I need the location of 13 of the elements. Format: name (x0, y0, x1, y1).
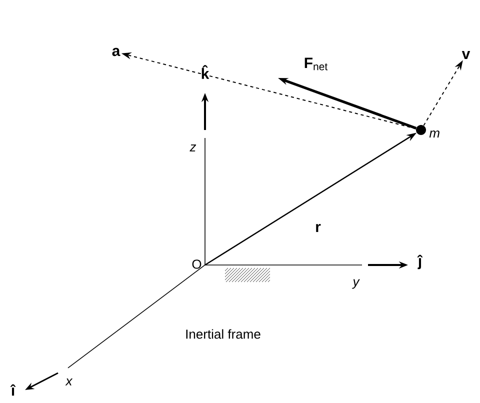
axis-label: x (65, 378, 73, 386)
edge-label: r (316, 224, 321, 232)
origin-label: O (192, 260, 202, 269)
edge-label: F$_{net}$ (304, 58, 328, 70)
vector-label: v (462, 51, 470, 59)
frame-label: Inertial frame (186, 329, 260, 339)
vector-label: a (112, 48, 120, 56)
mass-label: m (429, 130, 440, 138)
unit-vector-label: k̂ (202, 65, 210, 79)
axis-label: y (352, 279, 360, 289)
unit-vector-label: î (10, 384, 16, 396)
axis-label: z (190, 144, 196, 152)
unit-vector-label: ĵ (417, 254, 423, 270)
